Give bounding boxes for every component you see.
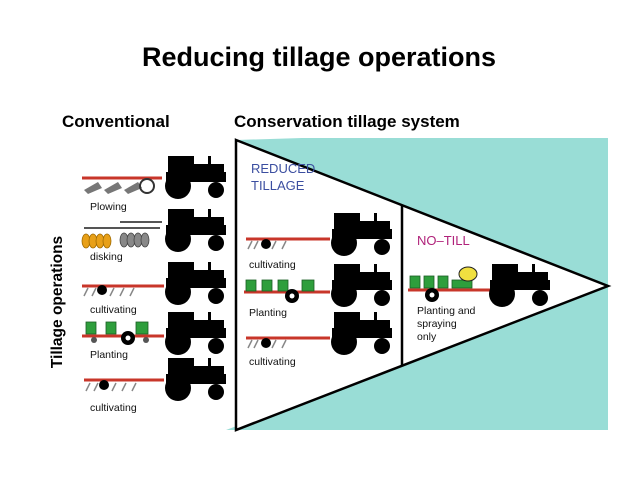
teal-background: [226, 138, 608, 430]
no-till-heading: NO–TILL: [417, 233, 470, 248]
reduced-cultivator-2: [246, 336, 330, 349]
reduced-tractor-1: [331, 213, 392, 256]
header-conventional: Conventional: [62, 112, 170, 131]
no-till-tractor: [489, 264, 550, 307]
header-conservation: Conservation tillage system: [234, 112, 460, 131]
conv-step-1-label: Plowing: [90, 201, 127, 213]
tractor-cultivating-2: [165, 358, 226, 401]
tractor-disking: [165, 209, 226, 252]
no-till-step-line-1: Planting and: [417, 305, 476, 317]
conv-step-4-label: Planting: [90, 349, 128, 361]
conv-step-2-label: disking: [90, 251, 123, 263]
no-till-step-line-3: only: [417, 331, 437, 343]
reduced-step-2-label: Planting: [249, 307, 287, 319]
tractor-plowing: [165, 156, 226, 199]
conv-step-3-label: cultivating: [90, 304, 137, 316]
disk-implement: [81, 221, 162, 249]
reduced-tractor-2: [331, 264, 392, 307]
reduced-step-3-label: cultivating: [249, 356, 296, 368]
cultivator-implement-2: [84, 378, 164, 392]
reduced-step-1-label: cultivating: [249, 259, 296, 271]
reduced-planter: [244, 279, 330, 303]
reduced-tillage-heading-2: TILLAGE: [251, 178, 305, 193]
reduced-cultivator-1: [246, 237, 330, 250]
tractor-cultivating-1: [165, 262, 226, 305]
reduced-tillage-heading-1: REDUCED: [251, 161, 315, 176]
planter-implement-1: [82, 321, 164, 345]
cultivator-implement-1: [82, 284, 164, 297]
conv-step-5-label: cultivating: [90, 402, 137, 414]
no-till-step-line-2: spraying: [417, 318, 457, 330]
slide-title: Reducing tillage operations: [141, 42, 497, 72]
tractor-planting-1: [165, 312, 226, 355]
no-till-planter-sprayer: [408, 266, 492, 302]
reduced-tractor-3: [331, 312, 392, 355]
wedge-triangle: [234, 138, 612, 432]
plow-implement: [82, 176, 162, 194]
